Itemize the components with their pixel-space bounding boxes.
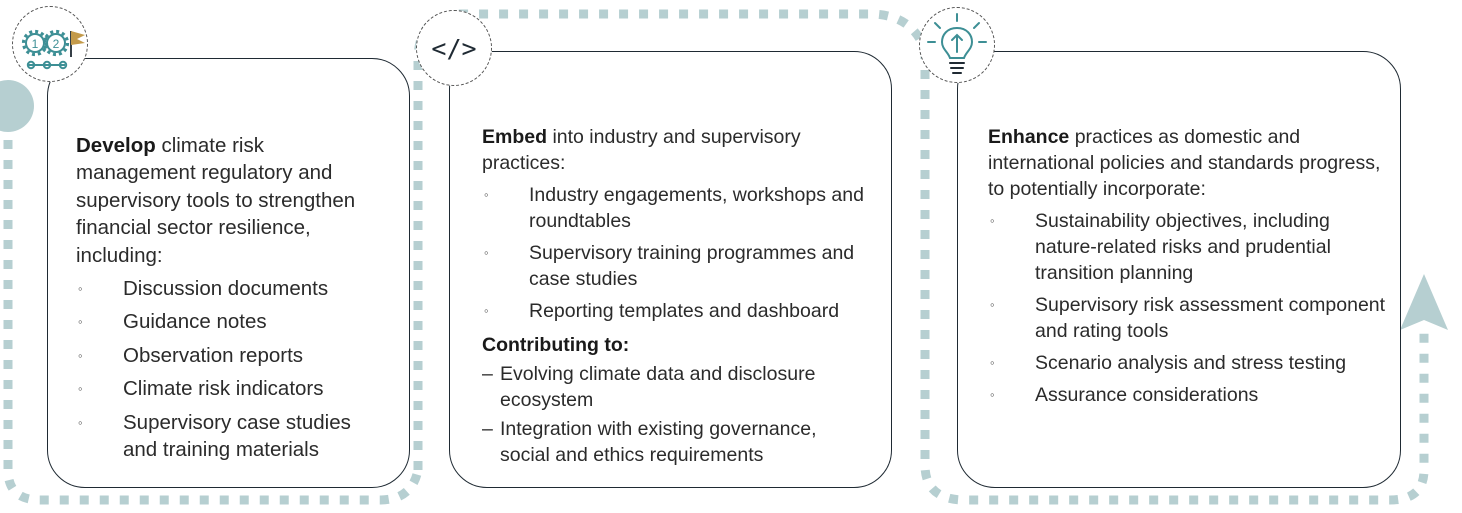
code-brackets-icon: </>	[431, 34, 476, 63]
bullet-item: ◦ Guidance notes	[76, 308, 389, 335]
develop-card: Develop climate risk management regulato…	[47, 58, 410, 488]
embed-bullet-list: ◦ Industry engagements, workshops and rou…	[482, 182, 871, 324]
svg-text:1: 1	[32, 37, 39, 51]
bullet-marker: ◦	[990, 355, 995, 370]
flow-path-segment	[3, 140, 423, 505]
bullet-marker: ◦	[484, 187, 489, 202]
enhance-card: Enhance practices as domestic and intern…	[957, 51, 1401, 488]
contributing-list: –Evolving climate data and disclosure ec…	[482, 361, 871, 468]
contributing-heading: Contributing to:	[482, 334, 630, 356]
bullet-item: ◦ Scenario analysis and stress testing	[988, 350, 1386, 376]
dash-marker: –	[482, 363, 493, 385]
contributing-item: –Integration with existing governance, s…	[482, 416, 871, 468]
bullet-text: Guidance notes	[123, 310, 267, 334]
bullet-text: Supervisory training programmes and case…	[529, 242, 855, 290]
bullet-marker: ◦	[990, 387, 995, 402]
contributing-text: Evolving climate data and disclosure eco…	[500, 363, 816, 411]
bullet-marker: ◦	[78, 347, 83, 363]
contributing-text: Integration with existing governance, so…	[500, 418, 817, 466]
embed-card: Embed into industry and supervisory prac…	[449, 51, 892, 488]
enhance-bullet-list: ◦ Sustainability objectives, including na…	[988, 208, 1386, 408]
bullet-item: ◦ Assurance considerations	[988, 382, 1386, 408]
bullet-item: ◦ Industry engagements, workshops and rou…	[482, 182, 871, 234]
embed-icon-badge: </>	[416, 10, 492, 86]
flow-path-segment	[920, 50, 1429, 505]
bullet-text: Scenario analysis and stress testing	[1035, 352, 1347, 374]
enhance-icon-badge	[919, 7, 995, 83]
bullet-item: ◦ Reporting templates and dashboard	[482, 298, 871, 324]
develop-bullet-list: ◦ Discussion documents ◦ Guidance notes ◦ Obs…	[76, 275, 389, 463]
bullet-text: Sustainability objectives, including nat…	[1035, 210, 1331, 284]
bullet-marker: ◦	[484, 303, 489, 318]
bullet-marker: ◦	[78, 381, 83, 397]
svg-text:2: 2	[53, 37, 60, 51]
bullet-text: Climate risk indicators	[123, 377, 324, 401]
bullet-item: ◦ Supervisory risk assessment component a…	[988, 292, 1386, 344]
develop-intro: Develop climate risk management regulato…	[76, 132, 389, 269]
contributing-item: –Evolving climate data and disclosure ec…	[482, 361, 871, 413]
bullet-item: ◦ Sustainability objectives, including na…	[988, 208, 1386, 286]
bullet-text: Discussion documents	[123, 277, 329, 301]
bullet-marker: ◦	[990, 213, 995, 228]
develop-title: Develop	[76, 134, 156, 157]
bullet-marker: ◦	[78, 281, 83, 297]
bullet-text: Supervisory risk assessment component an…	[1035, 294, 1386, 342]
enhance-card-body: Enhance practices as domestic and intern…	[988, 124, 1386, 408]
bullet-marker: ◦	[990, 297, 995, 312]
flow-arrowhead	[1400, 274, 1448, 330]
bullet-marker: ◦	[78, 314, 83, 330]
embed-intro: Embed into industry and supervisory prac…	[482, 124, 871, 176]
bullet-text: Observation reports	[123, 343, 304, 367]
bullet-marker: ◦	[484, 245, 489, 260]
develop-icon-badge: 1 2	[12, 6, 88, 82]
develop-card-body: Develop climate risk management regulato…	[76, 132, 389, 463]
bullet-marker: ◦	[78, 414, 83, 430]
bullet-text: Assurance considerations	[1035, 384, 1259, 406]
bullet-text: Reporting templates and dashboard	[529, 300, 840, 322]
bullet-text: Supervisory case studies and training ma…	[123, 410, 351, 462]
enhance-title: Enhance	[988, 126, 1070, 148]
bullet-text: Industry engagements, workshops and roun…	[529, 184, 864, 232]
embed-title: Embed	[482, 126, 548, 148]
embed-card-body: Embed into industry and supervisory prac…	[482, 124, 871, 468]
embed-intro-text: into industry and supervisory practices:	[482, 126, 801, 174]
flow-start-dot	[0, 80, 34, 132]
lightbulb-icon	[927, 13, 987, 74]
svg-text:</>: </>	[431, 34, 476, 63]
develop-intro-text: climate risk management regulatory and s…	[76, 134, 356, 267]
bullet-item: ◦ Observation reports	[76, 342, 389, 369]
bullet-item: ◦ Supervisory case studies and training m…	[76, 409, 389, 464]
enhance-intro: Enhance practices as domestic and intern…	[988, 124, 1386, 202]
gears-and-flag-icon: 1 2	[21, 29, 85, 70]
bullet-item: ◦ Supervisory training programmes and cas…	[482, 240, 871, 292]
enhance-intro-text: practices as domestic and international …	[988, 126, 1381, 200]
bullet-item: ◦ Climate risk indicators	[76, 375, 389, 402]
dash-marker: –	[482, 418, 493, 440]
bullet-item: ◦ Discussion documents	[76, 275, 389, 302]
